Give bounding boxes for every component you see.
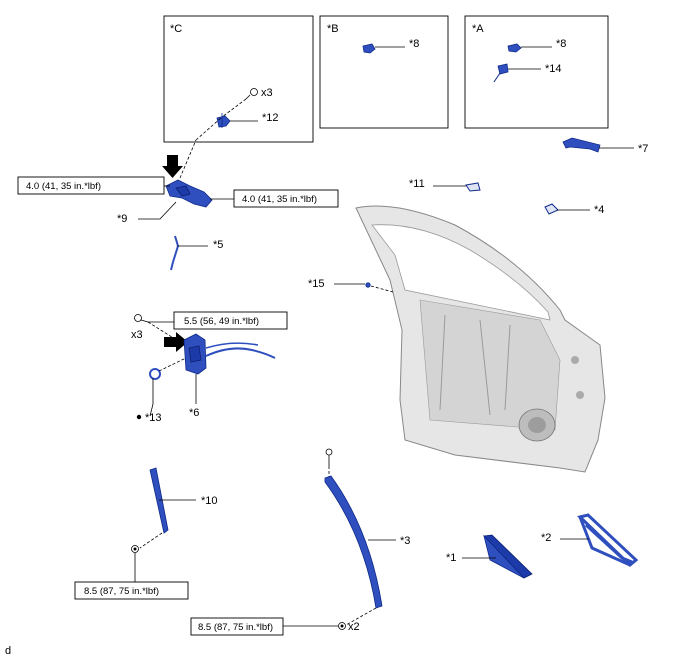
part-9-inside-handle (165, 179, 213, 208)
screw-icon (134, 314, 149, 323)
door-panel (355, 205, 606, 473)
label-3: *3 (400, 535, 410, 547)
footer-code: d (5, 645, 11, 657)
dashed-to-inset-c-2 (195, 116, 223, 141)
inset-b: *B *8 (319, 15, 449, 129)
part-4-cover (544, 203, 559, 215)
arrow-right-icon (164, 332, 188, 352)
inset-c-title: *C (170, 23, 182, 35)
bullet-13 (136, 414, 142, 420)
torque-9-right: 4.0 (41, 35 in.*lbf) (242, 194, 317, 205)
label-13: *13 (145, 412, 162, 424)
part-15-clip (365, 282, 371, 288)
part-5-cable (170, 235, 180, 271)
inset-b-frame (319, 15, 449, 129)
qty-3: x2 (348, 621, 360, 633)
dashed-10 (139, 532, 163, 549)
inset-a-title: *A (472, 23, 484, 35)
bolt-icon (245, 88, 258, 100)
inset-b-title: *B (327, 23, 339, 35)
leader-13 (149, 378, 154, 417)
part-14-cylinder (493, 63, 509, 83)
label-1: *1 (446, 552, 456, 564)
label-10: *10 (201, 495, 218, 507)
torque-box-3 (190, 617, 284, 636)
inset-a-frame (464, 15, 609, 129)
torque-6: 5.5 (56, 49 in.*lbf) (184, 316, 259, 327)
torque-box-10 (74, 581, 189, 600)
label-7: *7 (638, 143, 648, 155)
leader-9 (138, 201, 177, 220)
inset-c-frame (163, 15, 314, 143)
torque-10: 8.5 (87, 75 in.*lbf) (84, 586, 159, 597)
label-14: *14 (545, 63, 562, 75)
part-1-garnish-face (483, 534, 525, 579)
part-10-strip (149, 467, 169, 534)
inset-c-dashed-line (221, 98, 247, 118)
label-5: *5 (213, 239, 223, 251)
part-13-ring (149, 368, 161, 380)
label-2: *2 (541, 532, 551, 544)
inset-c: *C x3 *12 (163, 15, 314, 143)
dashed-3-bottom (345, 607, 377, 626)
label-6: *6 (189, 407, 199, 419)
torque-box-9-right (233, 189, 339, 208)
inset-a: *A *8 *14 (464, 15, 609, 129)
label-4: *4 (594, 204, 604, 216)
label-15: *15 (308, 278, 325, 290)
torque-box-6 (173, 311, 288, 330)
qty-6: x3 (131, 329, 143, 341)
part-8-cap-a (507, 43, 522, 53)
torque-box-9-left (17, 176, 165, 195)
part-2-frame (577, 513, 639, 568)
dashed-to-inset-c (179, 139, 197, 179)
part-6-lock (183, 333, 276, 375)
arrow-down-icon (162, 155, 183, 178)
torque-9-left: 4.0 (41, 35 in.*lbf) (26, 181, 101, 192)
dashed-15 (370, 285, 394, 293)
bolt-icon-10 (131, 545, 139, 553)
part-8-cap-b (362, 43, 376, 54)
inset-c-qty: x3 (261, 87, 273, 99)
part-11-cover (465, 182, 481, 192)
part-7-outside-handle (562, 137, 601, 153)
dashed-13 (158, 357, 187, 372)
torque-3: 8.5 (87, 75 in.*lbf) (198, 622, 273, 633)
label-12: *12 (262, 112, 279, 124)
bolt-icon-3b (338, 622, 346, 630)
label-8-b: *8 (409, 38, 419, 50)
label-8-a: *8 (556, 38, 566, 50)
label-9: *9 (117, 213, 127, 225)
label-11: *11 (409, 178, 425, 190)
part-3-channel (324, 475, 383, 609)
bolt-icon-3 (325, 448, 333, 466)
part-2-frame-inner (578, 516, 631, 567)
